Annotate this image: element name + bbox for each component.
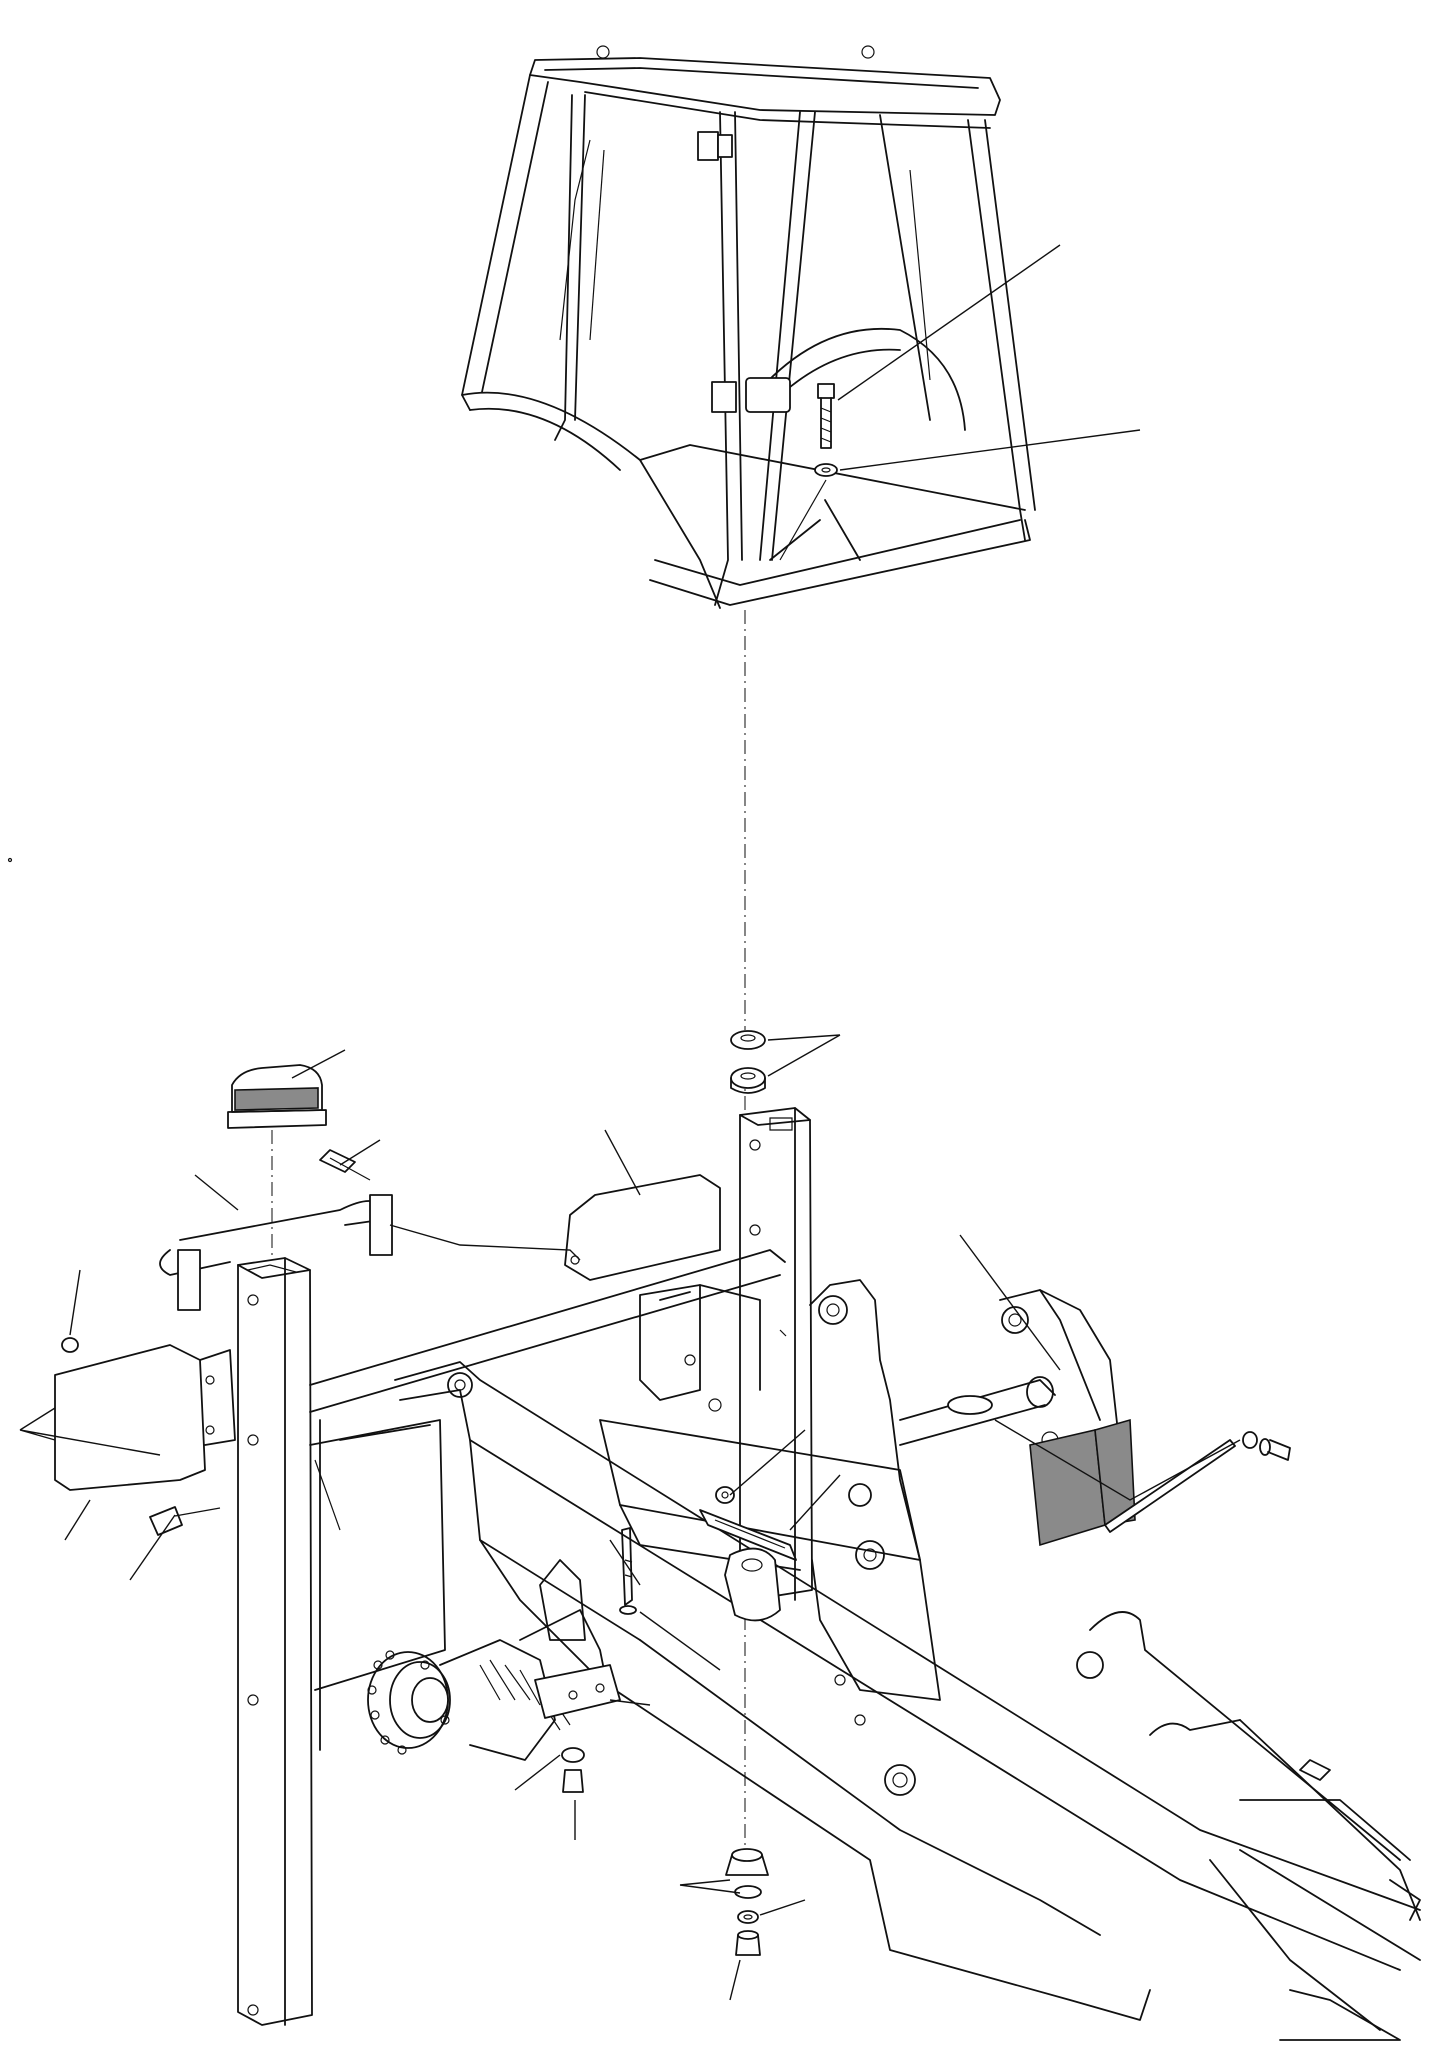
cab-assembly [462, 46, 1035, 608]
leader-washer [840, 430, 1140, 470]
wire-bracket [160, 1195, 580, 1310]
bolt-upper-left [320, 1150, 370, 1180]
long-bolt [620, 1528, 636, 1614]
left-guard-plate [55, 1345, 235, 1490]
leader-lines [20, 1050, 1240, 2000]
bolt-washer-right [1243, 1432, 1290, 1460]
main-frame [238, 1108, 1420, 2040]
nut-left [62, 1338, 78, 1352]
cab-mount-bolt-center [716, 1487, 734, 1503]
slotted-plate [700, 1510, 796, 1560]
cab-mount-bracket [725, 1549, 780, 1621]
rubber-bump-stop [228, 1065, 326, 1128]
axle-nut [562, 1748, 584, 1792]
leader-bolt [838, 245, 1060, 400]
anti-slip-pad [1030, 1420, 1135, 1545]
cab-mount-rubbers-lower [726, 1849, 768, 1955]
center-guard-plate [565, 1175, 720, 1280]
bolt-lower-left [150, 1507, 220, 1535]
cab-mount-rubbers-upper [731, 1031, 765, 1093]
axle-mount-plate [535, 1560, 620, 1718]
